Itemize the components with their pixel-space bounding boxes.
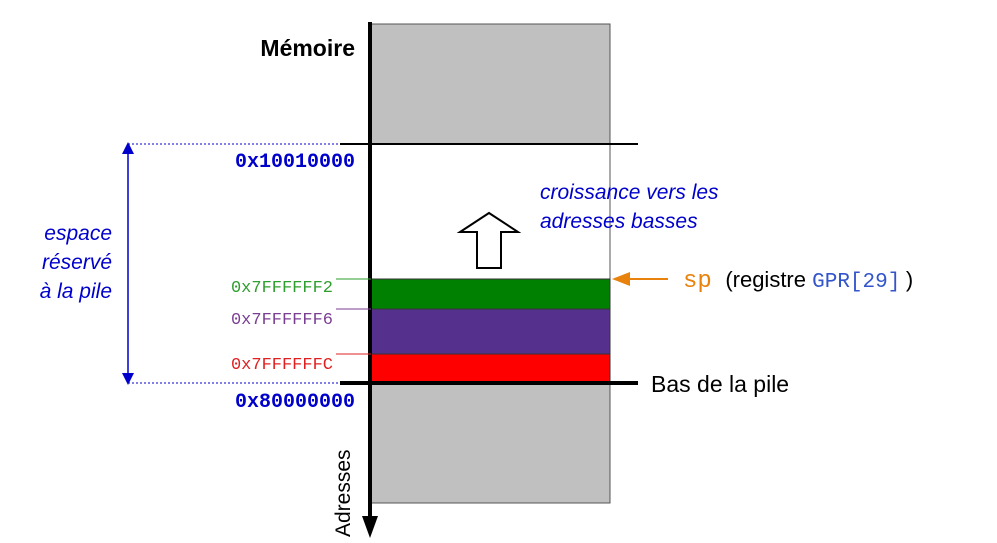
growth-note-line1: croissance vers les — [540, 181, 719, 204]
stack-block-green — [370, 278, 611, 310]
address-purple: 0x7FFFFFF6 — [231, 311, 333, 330]
stack-block-red — [370, 353, 611, 384]
address-top: 0x10010000 — [235, 151, 355, 174]
axis-label: Adresses — [332, 449, 355, 537]
memory-bottom-region — [370, 382, 611, 504]
stack-block-purple — [370, 308, 611, 355]
address-green: 0x7FFFFFF2 — [231, 279, 333, 298]
memory-title: Mémoire — [260, 35, 355, 61]
sp-pointer-arrowhead — [612, 272, 630, 286]
sp-register-open: (registre — [725, 267, 812, 292]
growth-up-arrow-icon — [456, 211, 522, 269]
memory-top-region — [370, 23, 611, 145]
address-axis-arrowhead — [362, 516, 378, 538]
reserved-note-line3: à la pile — [40, 280, 112, 303]
reserved-note-line1: espace — [44, 222, 112, 245]
sp-register-name: sp — [683, 268, 712, 295]
sp-register-close: ) — [906, 267, 913, 292]
address-bottom: 0x80000000 — [235, 391, 355, 414]
stack-bottom-label: Bas de la pile — [651, 371, 789, 397]
sp-label: sp (registre GPR[29] ) — [683, 267, 913, 295]
reserved-note-line2: réservé — [42, 251, 112, 274]
address-red: 0x7FFFFFFC — [231, 356, 333, 375]
growth-note-line2: adresses basses — [540, 210, 698, 233]
sp-register-gpr: GPR[29] — [812, 271, 900, 294]
